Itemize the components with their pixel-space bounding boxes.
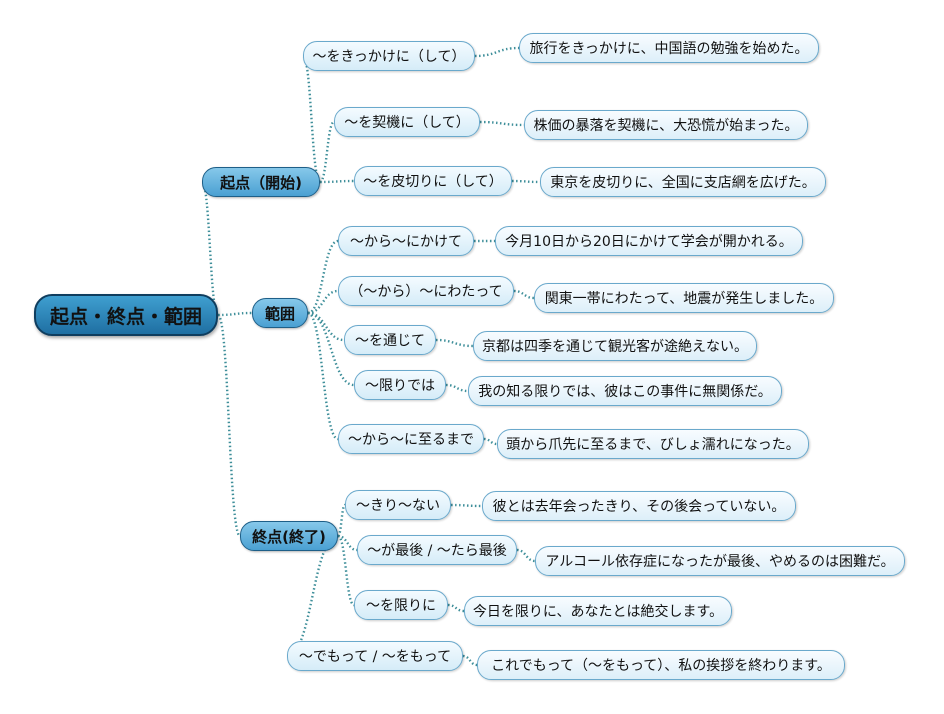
link-end-example-4 <box>462 654 478 667</box>
link-end-pattern-1 <box>336 503 347 538</box>
link-range-example-5 <box>483 437 498 446</box>
link-range-pattern-3 <box>307 311 345 342</box>
example-range-1: 今月10日から20日にかけて学会が開かれる。 <box>495 226 803 256</box>
pattern-end-3: ～を限りに <box>354 590 448 620</box>
link-start-example-1 <box>474 46 520 58</box>
category-end: 終点(終了) <box>240 521 338 551</box>
pattern-end-2: ～が最後 / ～たら最後 <box>357 535 517 565</box>
link-range-example-2 <box>513 289 535 300</box>
example-start-2: 株価の暴落を契機に、大恐慌が始まった。 <box>524 110 808 140</box>
pattern-start-3: ～を皮切りに（して） <box>354 166 512 196</box>
pattern-range-5: ～から～に至るまで <box>338 424 484 454</box>
link-end-example-1 <box>450 503 483 508</box>
pattern-range-3: ～を通じて <box>344 325 436 355</box>
example-end-3: 今日を限りに、あなたとは絶交します。 <box>464 596 732 626</box>
example-end-2: アルコール依存症になったが最後、やめるのは困難だ。 <box>535 546 905 576</box>
link-start-example-2 <box>479 120 525 127</box>
pattern-range-2: （～から）～にわたって <box>338 276 514 306</box>
example-end-4: これでもって（～をもって）、私の挨拶を終わります。 <box>477 650 845 680</box>
pattern-end-1: ～きり～ない <box>345 490 451 520</box>
link-root-range <box>217 311 253 317</box>
example-range-3: 京都は四季を通じて観光客が途絶えない。 <box>473 331 757 361</box>
link-range-pattern-4 <box>307 311 355 387</box>
example-start-3: 東京を皮切りに、全国に支店網を広げた。 <box>540 167 826 197</box>
pattern-start-2: ～を契機に（して） <box>334 107 480 137</box>
pattern-end-4: ～でもって / ～をもって <box>287 641 463 671</box>
link-end-pattern-2 <box>337 534 358 552</box>
link-end-pattern-3 <box>336 534 356 607</box>
example-range-5: 頭から爪先に至るまで、びしょ濡れになった。 <box>497 429 809 459</box>
example-end-1: 彼とは去年会ったきり、その後会っていない。 <box>482 491 796 521</box>
example-range-4: 我の知る限りでは、彼はこの事件に無関係だ。 <box>468 376 782 406</box>
example-start-1: 旅行をきっかけに、中国語の勉強を始めた。 <box>519 33 819 63</box>
example-range-2: 関東一帯にわたって、地震が発生しました。 <box>534 283 834 313</box>
root-node: 起点・終点・範囲 <box>34 294 218 336</box>
link-start-pattern-3 <box>319 179 355 184</box>
link-range-example-3 <box>435 338 474 348</box>
link-range-pattern-1 <box>307 239 339 315</box>
link-start-example-3 <box>511 179 541 184</box>
link-root-end <box>216 313 242 538</box>
pattern-range-1: ～から～にかけて <box>338 226 474 256</box>
link-range-example-4 <box>445 383 469 393</box>
link-range-pattern-2 <box>307 289 339 315</box>
link-range-pattern-5 <box>307 311 339 441</box>
link-start-pattern-2 <box>318 120 336 184</box>
category-range: 範囲 <box>252 298 308 328</box>
link-end-example-3 <box>447 603 465 613</box>
category-start: 起点（開始) <box>202 167 320 197</box>
link-end-pattern-4 <box>286 534 339 658</box>
link-start-pattern-1 <box>301 54 322 184</box>
pattern-range-4: ～限りでは <box>354 370 446 400</box>
pattern-start-1: ～をきっかけに（して） <box>303 41 475 71</box>
link-end-example-2 <box>516 548 536 563</box>
